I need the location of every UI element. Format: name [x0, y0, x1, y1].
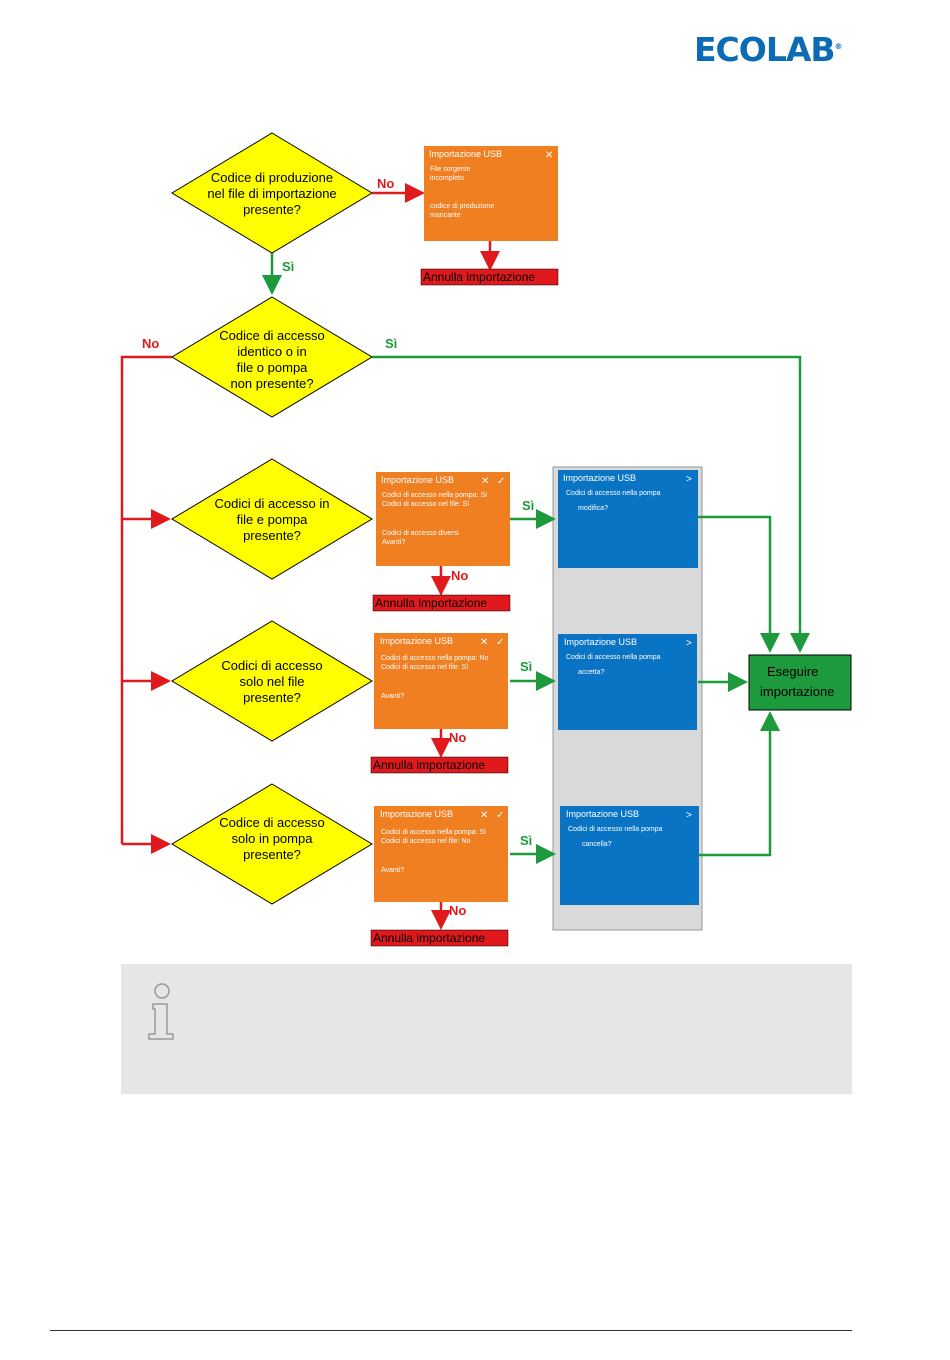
label-si-5: Sì	[520, 833, 532, 848]
info-icon	[148, 983, 174, 1040]
ecolab-logo: ECOLAB®	[694, 30, 843, 69]
svg-text:File sorgente: File sorgente	[430, 166, 471, 173]
orange-dialog-2: Importazione USB ✕ ✓ Codici di accesso n…	[376, 472, 510, 566]
execute-import-box: Eseguire importazione	[748, 654, 852, 711]
label-no-5: No	[449, 903, 466, 918]
d3-l3: presente?	[243, 528, 301, 543]
svg-text:Codici di accesso nella pompa: Codici di accesso nella pompa	[568, 826, 663, 833]
diamond-2: Codice di accesso identico o in file o p…	[171, 296, 373, 418]
d2-l3: file o pompa	[237, 360, 309, 375]
close-icon: ✕	[545, 150, 553, 161]
svg-text:cancella?: cancella?	[582, 841, 612, 848]
red-connectors	[120, 183, 500, 930]
svg-text:Annulla importazione: Annulla importazione	[423, 270, 535, 284]
svg-text:mancante: mancante	[430, 212, 461, 219]
check-icon: ✓	[497, 476, 505, 487]
annulla-2: Annulla importazione	[372, 594, 511, 612]
label-si-3: Sì	[522, 498, 534, 513]
svg-text:Importazione USB: Importazione USB	[563, 473, 636, 483]
svg-text:incompleto: incompleto	[430, 175, 464, 182]
d3-l1: Codici di accesso in	[215, 496, 330, 511]
close-icon: ✕	[481, 476, 489, 487]
orange-dialog-1: Importazione USB ✕ File sorgente incompl…	[424, 146, 558, 241]
svg-text:Codici di accesso nel file: Sì: Codici di accesso nel file: Sì	[381, 664, 468, 671]
svg-text:Codici di accesso nel file: Sì: Codici di accesso nel file: Sì	[382, 501, 469, 508]
flowchart: Codice di produzione nel file di importa…	[120, 132, 852, 947]
diamond-5: Codice di accesso solo in pompa presente…	[171, 783, 373, 905]
svg-text:Avanti?: Avanti?	[382, 539, 405, 546]
note-box	[121, 964, 852, 1094]
next-icon: >	[686, 474, 692, 485]
close-icon: ✕	[480, 637, 488, 648]
svg-text:Codici di accesso nella pompa:: Codici di accesso nella pompa: Sì	[381, 829, 486, 836]
check-icon: ✓	[496, 810, 504, 821]
svg-text:Codici di accesso nella pompa: Codici di accesso nella pompa	[566, 490, 661, 497]
svg-text:Annulla importazione: Annulla importazione	[373, 758, 485, 772]
diamond-3: Codici di accesso in file e pompa presen…	[171, 458, 373, 580]
svg-text:Annulla importazione: Annulla importazione	[375, 596, 487, 610]
svg-text:modifica?: modifica?	[578, 505, 608, 512]
svg-text:Codici di accesso nel file: No: Codici di accesso nel file: No	[381, 838, 471, 845]
label-no-3: No	[451, 568, 468, 583]
svg-text:Codici di accesso nella pompa: Codici di accesso nella pompa	[566, 654, 661, 661]
svg-text:accetta?: accetta?	[578, 669, 605, 676]
d4-l2: solo nel file	[239, 674, 304, 689]
annulla-1: Annulla importazione	[420, 268, 559, 286]
annulla-3: Annulla importazione	[370, 756, 509, 774]
orange-dialog-4: Importazione USB ✕ ✓ Codici di accesso n…	[374, 806, 508, 902]
svg-text:Avanti?: Avanti?	[381, 693, 404, 700]
d1-l2: nel file di importazione	[207, 186, 336, 201]
diamond-4: Codici di accesso solo nel file presente…	[171, 620, 373, 742]
green-connectors	[262, 253, 810, 864]
d2-l2: identico o in	[237, 344, 306, 359]
d5-l2: solo in pompa	[232, 831, 314, 846]
blue-dialog-3: Importazione USB > Codici di accesso nel…	[560, 806, 699, 905]
blue-dialog-1: Importazione USB > Codici di accesso nel…	[558, 470, 698, 568]
svg-text:Importazione USB: Importazione USB	[380, 809, 453, 819]
svg-text:Codici di accesso diversi: Codici di accesso diversi	[382, 530, 459, 537]
d1-l3: presente?	[243, 202, 301, 217]
svg-text:importazione: importazione	[760, 684, 834, 699]
check-icon: ✓	[496, 637, 504, 648]
diamond-1: Codice di produzione nel file di importa…	[171, 132, 373, 254]
d5-l3: presente?	[243, 847, 301, 862]
svg-text:Codici di accesso nella pompa:: Codici di accesso nella pompa: Sì	[382, 492, 487, 499]
blue-dialog-2: Importazione USB > Codici di accesso nel…	[558, 634, 697, 730]
label-no-4: No	[449, 730, 466, 745]
label-si-1: Sì	[282, 259, 294, 274]
d3-l2: file e pompa	[237, 512, 309, 527]
svg-text:Avanti?: Avanti?	[381, 867, 404, 874]
svg-text:Eseguire: Eseguire	[767, 664, 818, 679]
d2-l1: Codice di accesso	[219, 328, 325, 343]
svg-text:Importazione USB: Importazione USB	[564, 637, 637, 647]
label-si-2: Sì	[385, 336, 397, 351]
orange-dialog-3: Importazione USB ✕ ✓ Codici di accesso n…	[374, 633, 508, 729]
label-no-2: No	[142, 336, 159, 351]
footer-rule	[50, 1330, 852, 1331]
label-si-4: Sì	[520, 659, 532, 674]
svg-text:codice di produzione: codice di produzione	[430, 203, 494, 210]
d4-l3: presente?	[243, 690, 301, 705]
svg-text:Importazione USB: Importazione USB	[381, 475, 454, 485]
next-icon: >	[686, 810, 692, 821]
close-icon: ✕	[480, 810, 488, 821]
d5-l1: Codice di accesso	[219, 815, 325, 830]
d4-l1: Codici di accesso	[221, 658, 322, 673]
svg-text:Codici di accesso nella pompa:: Codici di accesso nella pompa: No	[381, 655, 488, 662]
d2-l4: non presente?	[230, 376, 313, 391]
next-icon: >	[686, 638, 692, 649]
svg-text:Importazione USB: Importazione USB	[566, 809, 639, 819]
o1-title: Importazione USB	[429, 149, 502, 159]
annulla-4: Annulla importazione	[370, 929, 509, 947]
svg-text:Annulla importazione: Annulla importazione	[373, 931, 485, 945]
svg-text:Importazione USB: Importazione USB	[380, 636, 453, 646]
label-no-1: No	[377, 176, 394, 191]
d1-l1: Codice di produzione	[211, 170, 333, 185]
